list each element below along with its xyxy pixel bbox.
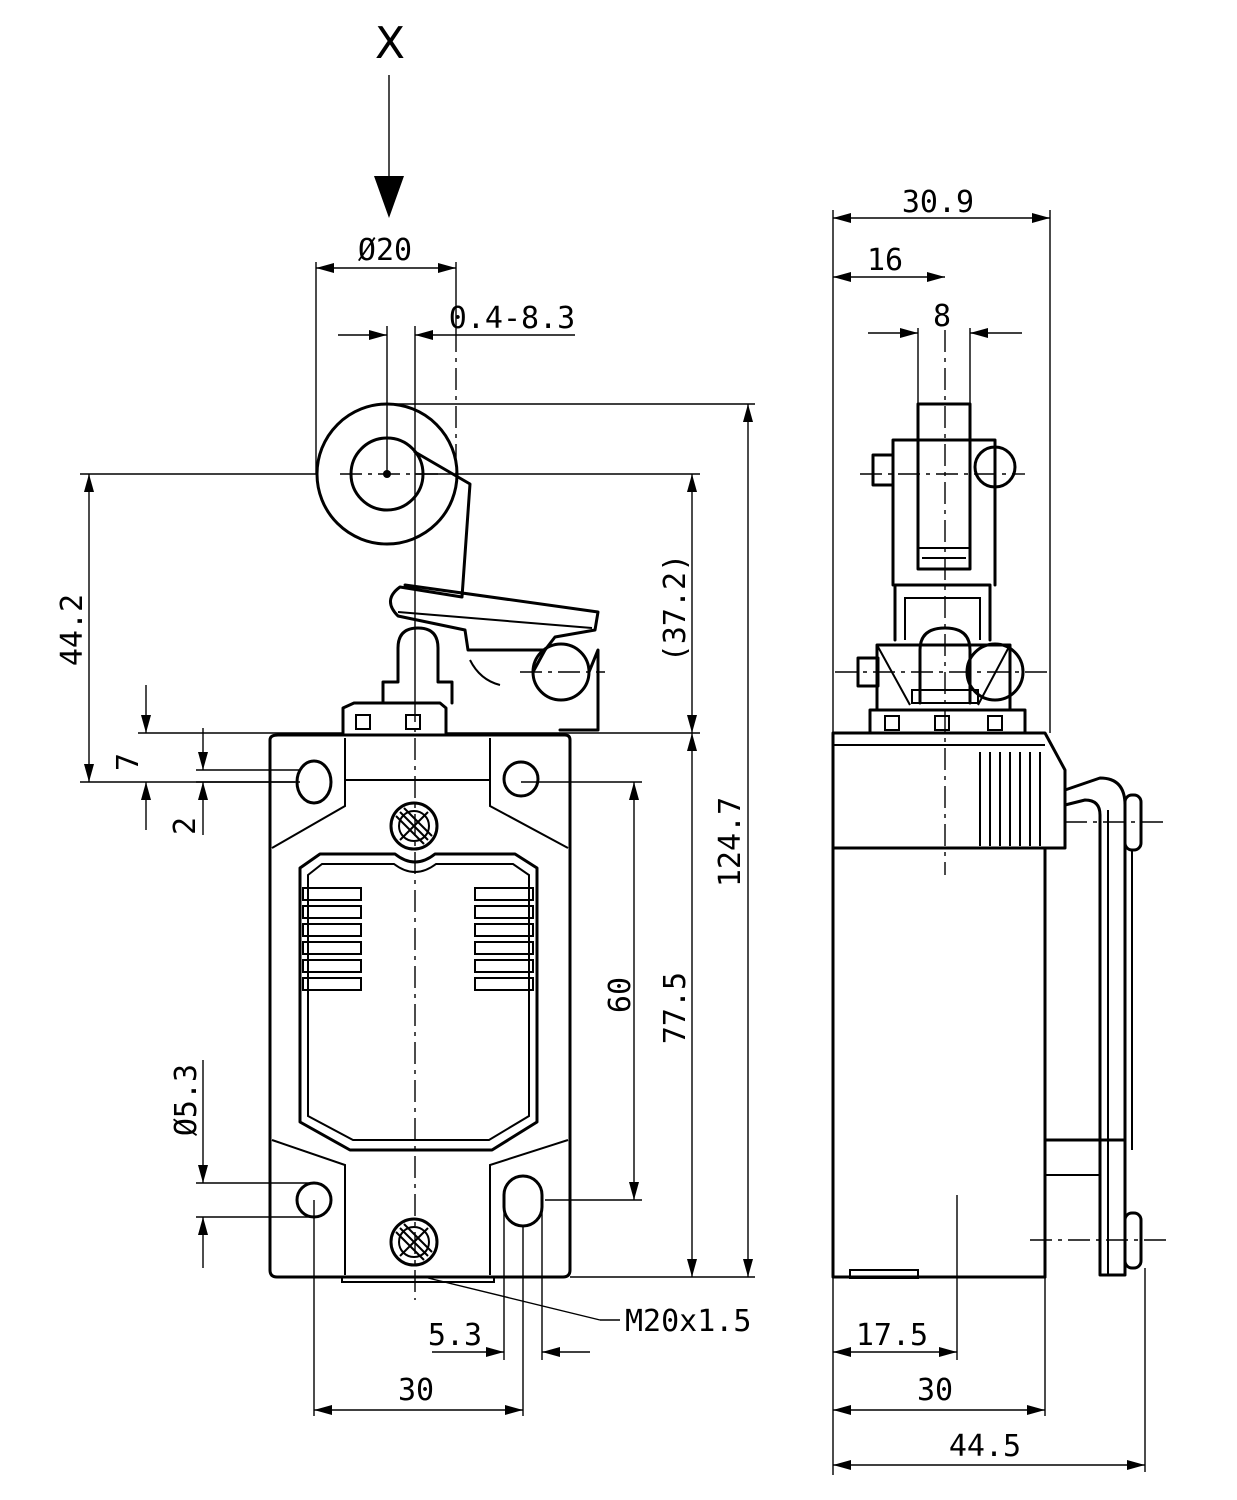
dim-2: 2 — [168, 817, 203, 835]
housing-outline — [268, 733, 572, 1279]
head-base — [341, 701, 448, 735]
plunger — [381, 626, 454, 705]
dim-ref-height: (37.2) — [658, 554, 693, 662]
dim-offset-range: 0.4-8.3 — [449, 301, 575, 336]
dim-hole-diameter: Ø5.3 — [169, 1064, 204, 1136]
side-body — [831, 731, 1067, 850]
dim-overall-height: 124.7 — [713, 797, 748, 887]
side-dimensions: 30.9 16 8 17.5 30 44.5 — [832, 185, 1146, 1475]
side-view — [831, 330, 1168, 1360]
mounting-slot-bottom-right — [502, 1174, 544, 1228]
dim-hole-spacing-horizontal: 30 — [398, 1373, 434, 1408]
side-ribs — [979, 752, 1041, 846]
dim-total-depth: 44.5 — [949, 1429, 1021, 1464]
mounting-hole-top-right — [502, 760, 540, 798]
view-marker-label: X — [375, 18, 405, 69]
dim-lever-height: 44.2 — [55, 594, 90, 666]
cover-screw-top — [389, 801, 439, 851]
dim-slot-width: 5.3 — [428, 1318, 482, 1353]
front-view — [268, 330, 605, 1300]
side-roller — [916, 402, 972, 571]
vents-left — [302, 887, 362, 991]
dim-roller-width: 8 — [933, 299, 951, 334]
dim-roller-center: 16 — [867, 243, 903, 278]
view-arrow-x: X — [374, 18, 405, 218]
dim-7: 7 — [111, 753, 146, 771]
front-dimensions: Ø20 0.4-8.3 124.7 (37.2) 77.5 — [55, 233, 755, 1416]
side-cover — [1063, 776, 1127, 1277]
dim-body-height: 77.5 — [658, 972, 693, 1044]
cover-screw-bottom — [389, 1217, 439, 1267]
callout-thread: M20x1.5 — [625, 1304, 751, 1339]
vents-right — [474, 887, 534, 991]
roller-lever — [389, 450, 600, 652]
dim-center-offset: 17.5 — [856, 1318, 928, 1353]
dim-roller-diameter: Ø20 — [358, 233, 412, 268]
dim-hole-spacing-vertical: 60 — [603, 977, 638, 1013]
mounting-hole-top-left — [295, 759, 333, 805]
cover-recess — [298, 852, 539, 1152]
side-head-base — [868, 708, 1027, 735]
dim-body-depth: 30 — [917, 1373, 953, 1408]
dim-overall-width: 30.9 — [902, 185, 974, 220]
